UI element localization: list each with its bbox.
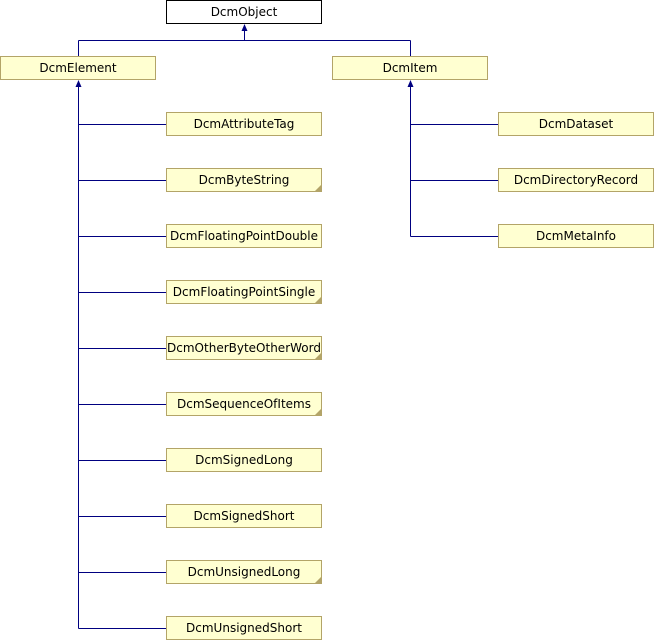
node-label: DcmOtherByteOtherWord <box>167 341 321 355</box>
corner-fold-icon <box>315 577 321 583</box>
node-label: DcmUnsignedShort <box>186 621 302 635</box>
corner-fold-icon <box>315 297 321 303</box>
node-label: DcmMetaInfo <box>535 229 617 243</box>
node-label: DcmSignedLong <box>195 453 293 467</box>
node-dcmbytestring[interactable]: DcmByteString <box>166 168 322 192</box>
node-label: DcmDataset <box>538 117 614 131</box>
corner-fold-icon <box>315 409 321 415</box>
node-dcmdirectoryrecord[interactable]: DcmDirectoryRecord <box>498 168 654 192</box>
node-label: DcmObject <box>210 5 278 19</box>
node-label: DcmDirectoryRecord <box>513 173 639 187</box>
node-dcmfloatingpointsingle[interactable]: DcmFloatingPointSingle <box>166 280 322 304</box>
inheritance-arrowhead <box>241 24 248 31</box>
node-dcmattributetag[interactable]: DcmAttributeTag <box>166 112 322 136</box>
corner-fold-icon <box>315 353 321 359</box>
node-dcmitem[interactable]: DcmItem <box>332 56 488 80</box>
node-label: DcmSequenceOfItems <box>177 397 311 411</box>
inheritance-arrowhead <box>75 80 82 87</box>
node-label: DcmElement <box>39 61 117 75</box>
corner-fold-icon <box>315 185 321 191</box>
node-dcmunsignedlong[interactable]: DcmUnsignedLong <box>166 560 322 584</box>
node-dcmelement[interactable]: DcmElement <box>0 56 156 80</box>
node-dcmotherbyteotherword[interactable]: DcmOtherByteOtherWord <box>166 336 322 360</box>
node-dcmsequenceofitems[interactable]: DcmSequenceOfItems <box>166 392 322 416</box>
node-label: DcmSignedShort <box>193 509 295 523</box>
node-dcmdataset[interactable]: DcmDataset <box>498 112 654 136</box>
node-dcmfloatingpointdouble[interactable]: DcmFloatingPointDouble <box>166 224 322 248</box>
inheritance-arrowhead <box>407 80 414 87</box>
node-label: DcmAttributeTag <box>193 117 295 131</box>
node-label: DcmUnsignedLong <box>187 565 301 579</box>
node-dcmunsignedshort[interactable]: DcmUnsignedShort <box>166 616 322 640</box>
node-label: DcmByteString <box>198 173 290 187</box>
node-dcmmetainfo[interactable]: DcmMetaInfo <box>498 224 654 248</box>
node-label: DcmFloatingPointDouble <box>169 229 319 243</box>
node-dcmsignedlong[interactable]: DcmSignedLong <box>166 448 322 472</box>
node-dcmobject: DcmObject <box>166 0 322 24</box>
node-label: DcmItem <box>382 61 438 75</box>
node-dcmsignedshort[interactable]: DcmSignedShort <box>166 504 322 528</box>
node-label: DcmFloatingPointSingle <box>172 285 316 299</box>
